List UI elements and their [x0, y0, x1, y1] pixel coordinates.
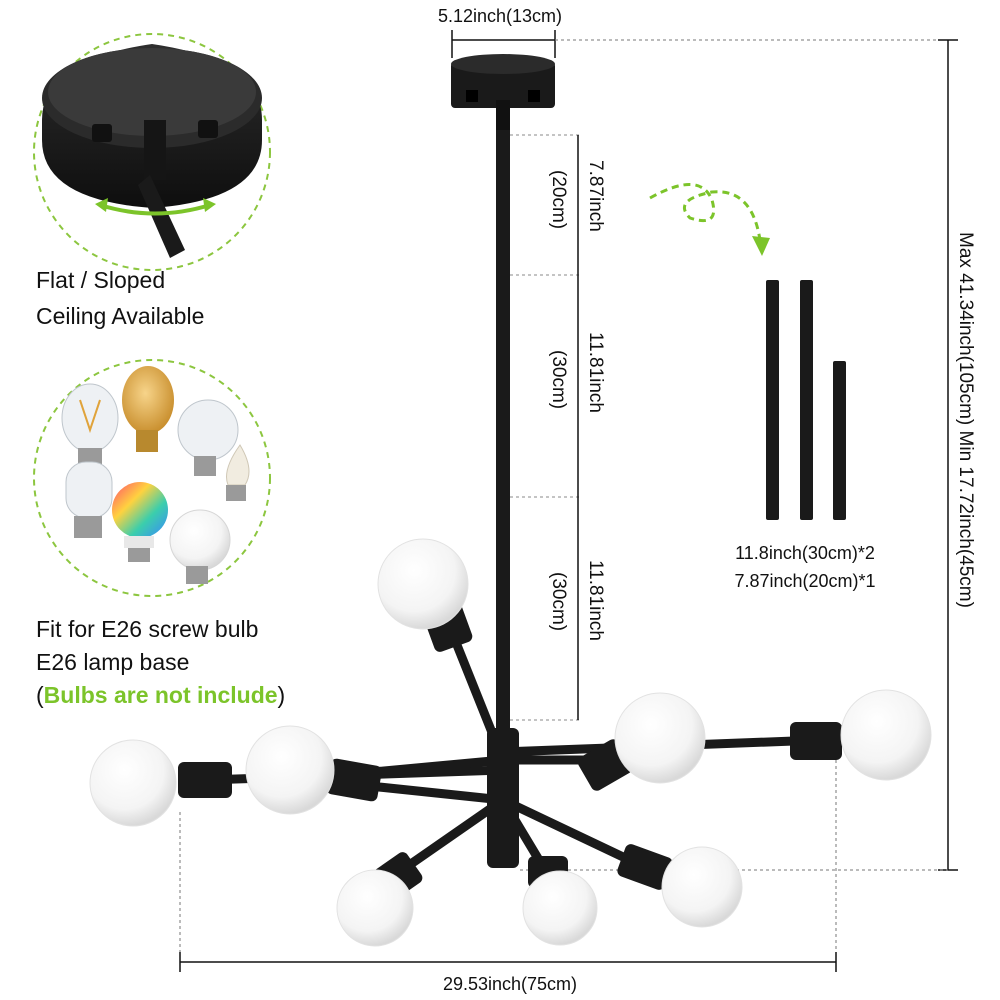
edison-bulb-icon: [61, 383, 119, 468]
bulb-caption-line2: E26 lamp base: [36, 649, 189, 675]
downrod: [496, 130, 510, 730]
ceiling-caption-line2: Ceiling Available: [36, 303, 204, 329]
spare-rods: [766, 280, 846, 520]
rod1-cm-label: (20cm): [548, 170, 569, 229]
bulb: [661, 846, 743, 928]
spare-rods-label-2: 7.87inch(20cm)*1: [734, 571, 875, 591]
tube-bulb-icon: [65, 461, 113, 538]
bulb: [840, 689, 932, 781]
canopy-width-label: 5.12inch(13cm): [438, 6, 562, 26]
white-bulb-icon: [169, 509, 231, 584]
bulb: [614, 692, 706, 784]
bulb-note-text: Bulbs are not include: [44, 682, 278, 708]
rod3-inch-label: 11.81inch: [585, 560, 606, 641]
bulb-caption-line3: (Bulbs are not include): [36, 682, 285, 708]
bulb-note-open: (: [36, 682, 44, 708]
overall-width-label: 29.53inch(75cm): [443, 974, 577, 994]
rod2-cm-label: (30cm): [548, 350, 569, 409]
bulb: [245, 725, 335, 815]
candle-bulb-icon: [226, 444, 250, 501]
bulb: [377, 538, 469, 630]
ceiling-canopy: [451, 54, 555, 134]
globe-bulb-icon: [177, 399, 239, 476]
ceiling-detail-inset: [33, 33, 271, 271]
chandelier-body: [89, 538, 932, 947]
rgb-bulb-icon: [112, 482, 168, 562]
bulb-note-close: ): [278, 682, 286, 708]
amber-bulb-icon: [122, 366, 174, 452]
bulb-caption-line1: Fit for E26 screw bulb: [36, 616, 258, 642]
ceiling-caption-line1: Flat / Sloped: [36, 267, 165, 293]
bulb: [89, 739, 177, 827]
bulb-types-inset: [33, 359, 271, 597]
spare-rods-label-1: 11.8inch(30cm)*2: [735, 543, 875, 563]
bulb: [522, 870, 598, 946]
rod3-cm-label: (30cm): [548, 572, 569, 631]
bulb: [336, 869, 414, 947]
rod2-inch-label: 11.81inch: [585, 332, 606, 413]
pointer-arrow-icon: [649, 183, 762, 241]
rod1-inch-label: 7.87inch: [585, 160, 606, 232]
height-range-label: Max 41.34inch(105cm) Min 17.72inch(45cm): [955, 232, 976, 608]
